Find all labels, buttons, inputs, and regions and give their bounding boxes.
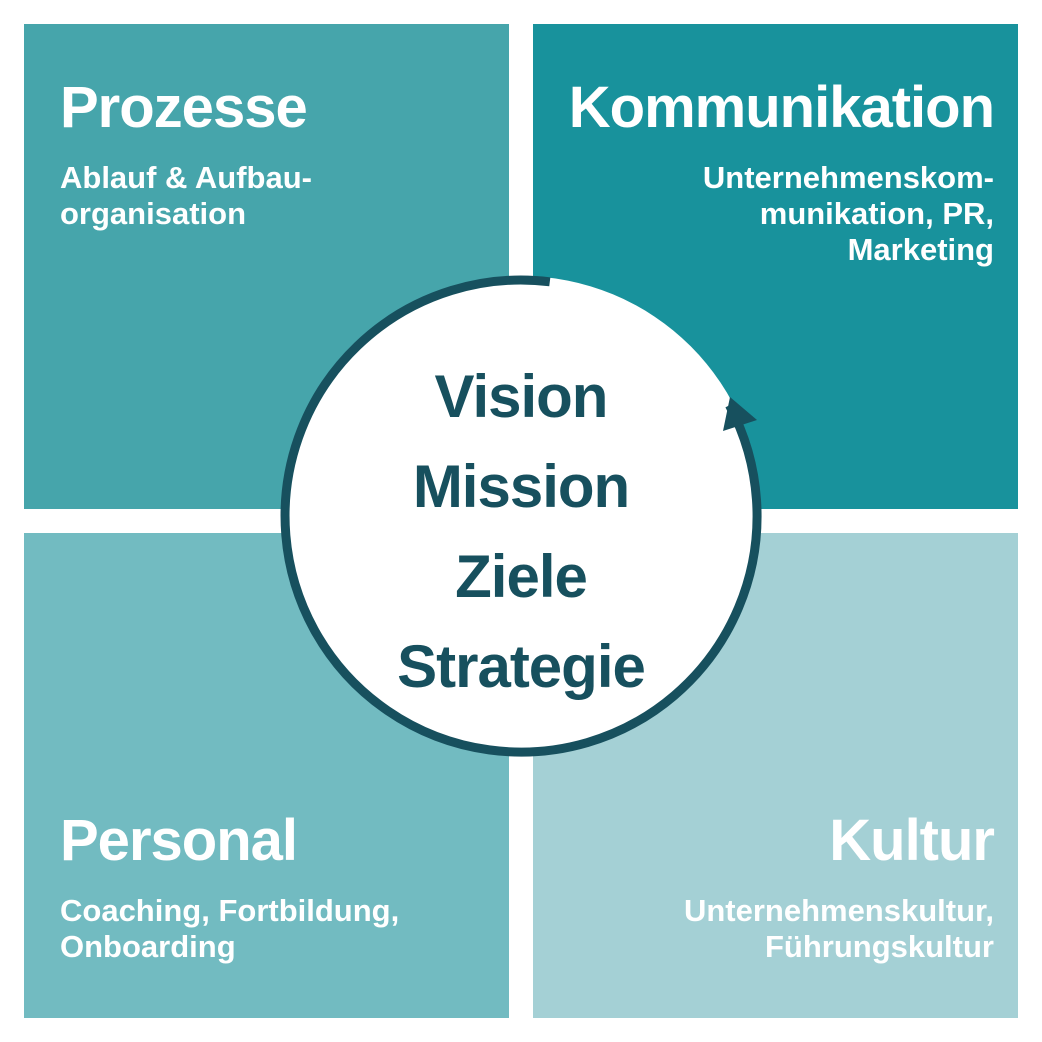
quadrant-prozesse: Prozesse Ablauf & Aufbau-organisation [24,24,509,509]
subtitle-line: Onboarding [60,929,236,964]
subtitle-line: Marketing [847,232,994,267]
quadrant-kultur-title: Kultur [829,808,995,873]
subtitle-line: Führungskultur [764,929,994,964]
quadrant-prozesse-subtitle: Ablauf & Aufbau-organisation [60,160,312,232]
center-line-ziele: Ziele [455,543,588,610]
quadrant-personal-subtitle: Coaching, Fortbildung,Onboarding [60,893,399,965]
subtitle-line: munikation, PR, [759,196,994,231]
quadrant-prozesse-title: Prozesse [60,75,308,140]
quadrant-kommunikation-subtitle: Unternehmenskom-munikation, PR,Marketing [703,160,994,268]
quadrant-personal: Personal Coaching, Fortbildung,Onboardin… [24,533,509,1018]
subtitle-line: Unternehmenskom- [702,160,994,195]
quadrant-personal-title: Personal [60,808,298,873]
center-line-strategie: Strategie [397,633,646,700]
subtitle-line: Unternehmenskultur, [683,893,994,928]
quadrant-kultur-subtitle: Unternehmenskultur,Führungskultur [684,893,994,965]
subtitle-line: Ablauf & Aufbau- [60,160,312,195]
center-statement: Vision Mission Ziele Strategie [291,352,751,712]
subtitle-line: Coaching, Fortbildung, [60,893,400,928]
subtitle-line: organisation [60,196,247,231]
center-line-mission: Mission [412,453,630,520]
center-line-vision: Vision [434,363,609,430]
quadrant-kommunikation-title: Kommunikation [568,75,995,140]
